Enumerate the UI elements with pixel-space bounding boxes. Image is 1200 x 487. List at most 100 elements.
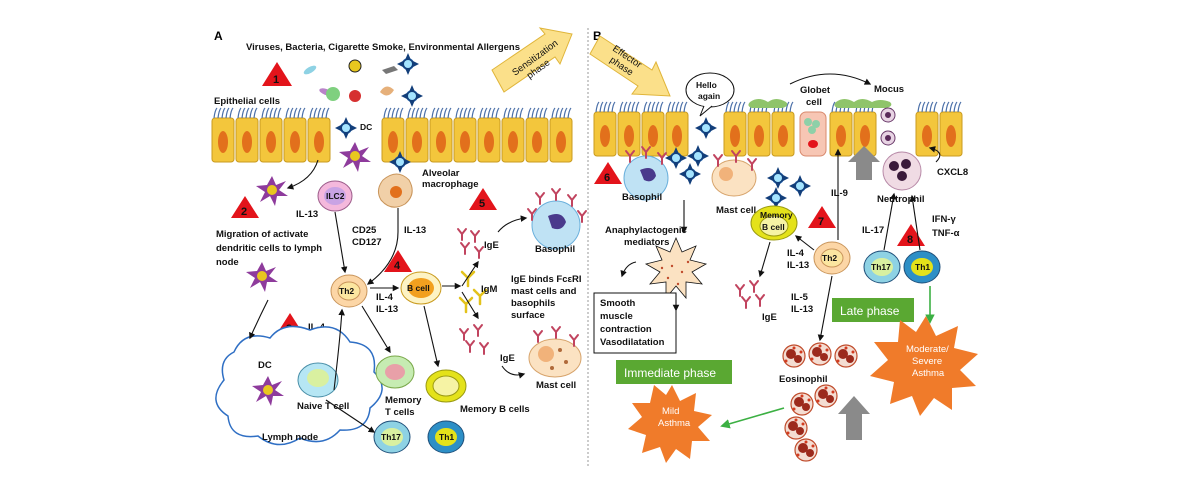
ige-label-2: IgE [500, 353, 515, 364]
svg-text:8: 8 [907, 234, 913, 246]
eosinophil-cluster [782, 342, 858, 462]
memory-b-cell-b: Memory B cell [750, 205, 798, 241]
svg-text:7: 7 [818, 216, 824, 228]
svg-text:Late phase: Late phase [840, 304, 900, 318]
svg-text:Asthma: Asthma [912, 368, 945, 379]
svg-text:again: again [698, 91, 720, 101]
neutrophil-cell [882, 151, 922, 191]
mast-cell-label-b: Mast cell [716, 205, 756, 216]
eosinophil-label: Eosinophil [779, 374, 828, 385]
neutrophil-label: Neutrophil [877, 194, 925, 205]
late-phase-box: Late phase [832, 298, 914, 322]
ige-antibodies-2 [459, 324, 489, 355]
panel-b-arrows [620, 73, 941, 342]
th17-cell-a: Th17 [373, 420, 411, 454]
step-4-marker: 4 [384, 250, 412, 272]
mast-cell-a [528, 326, 582, 378]
allergen-icons [303, 53, 423, 107]
th2-cell-b: Th2 [813, 241, 851, 275]
il13-label-b: IL-13 [787, 260, 809, 271]
svg-text:Severe: Severe [912, 356, 942, 367]
memory-b-cells-label: Memory B cells [460, 404, 530, 415]
svg-text:Th17: Th17 [381, 432, 401, 442]
ifn-label: IFN-γ [932, 214, 956, 225]
mediator-burst [644, 236, 708, 300]
il13-label-a: IL-13 [376, 304, 398, 315]
triggers-label: Viruses, Bacteria, Cigarette Smoke, Envi… [246, 42, 520, 53]
basophil-label-b: Basophil [622, 192, 662, 203]
allergen-epithelium-b [695, 117, 717, 139]
smooth-muscle-box: Smooth muscle contraction Vasodilatation [593, 292, 677, 354]
memory-t-cells-label: Memory T cells [385, 395, 424, 418]
memory-t-cell [375, 355, 415, 389]
allergen-b-4 [767, 167, 789, 189]
goblet-cell-label: Globet cell [800, 85, 833, 108]
il4-label-a: IL-4 [376, 292, 394, 303]
panel-a: A Viruses, Bacteria, Cigarette Smoke, En… [211, 27, 587, 454]
naive-t-cell [297, 362, 339, 398]
cd25-label: CD25 [352, 225, 377, 236]
step-8-marker: 8 [897, 224, 925, 246]
moderate-severe-asthma-burst: Moderate/ Severe Asthma [870, 316, 978, 416]
anaphylactogenic-label: Anaphylactogenic mediators [605, 225, 689, 248]
ige-label-b: IgE [762, 312, 777, 323]
neutrophils-top [880, 107, 896, 146]
alveolar-macrophage [377, 173, 413, 208]
epithelium-a-right [381, 107, 573, 163]
igm-label: IgM [481, 284, 497, 295]
dc-antigen-icon [335, 117, 357, 139]
mast-cell-label-a: Mast cell [536, 380, 576, 391]
ige-label-1: IgE [484, 240, 499, 251]
il13-ilc2-label: IL-13 [296, 209, 318, 220]
svg-text:4: 4 [394, 260, 401, 272]
svg-text:Th2: Th2 [822, 253, 837, 263]
migration-label: Migration of activate dendritic cells to… [216, 229, 325, 268]
svg-text:Th1: Th1 [915, 262, 930, 272]
ige-antibodies-b [735, 280, 765, 309]
th2-cell-a: Th2 [330, 274, 368, 308]
svg-text:Memory: Memory [760, 210, 793, 220]
svg-text:Th1: Th1 [439, 432, 454, 442]
step-7-marker: 7 [808, 206, 836, 228]
svg-text:Hello: Hello [696, 80, 717, 90]
svg-text:Smooth muscle: Smooth muscle contraction Vasodilatation [600, 298, 665, 348]
step-1-marker: 1 [262, 62, 292, 86]
mocus-label: Mocus [874, 84, 904, 95]
svg-text:Moderate/: Moderate/ [906, 344, 949, 355]
il13-eos-label: IL-13 [791, 304, 813, 315]
mucus [748, 99, 892, 108]
b-cell: B cell [400, 271, 442, 305]
step-6-marker: 6 [594, 162, 622, 184]
th17-cell-b: Th17 [863, 250, 901, 284]
svg-text:5: 5 [479, 198, 485, 210]
tnf-label: TNF-α [932, 228, 960, 239]
grey-arrow-top [848, 146, 880, 180]
svg-text:1: 1 [273, 74, 279, 86]
grey-arrow-bottom [838, 396, 870, 440]
il17-label: IL-17 [862, 225, 884, 236]
svg-text:ILC2: ILC2 [326, 191, 345, 201]
svg-text:6: 6 [604, 172, 610, 184]
th1-cell-a: Th1 [427, 420, 465, 454]
panel-a-letter: A [214, 29, 223, 43]
green-arrows [720, 286, 935, 429]
panel-a-arrows [249, 159, 528, 433]
basophil-b [623, 146, 669, 201]
svg-text:B cell: B cell [762, 222, 785, 232]
il5-label: IL-5 [791, 292, 809, 303]
epithelial-cells-label: Epithelial cells [214, 96, 280, 107]
cd127-label: CD127 [352, 237, 382, 248]
lymph-node-label: Lymph node [262, 432, 318, 443]
basophil-label-a: Basophil [535, 244, 575, 255]
igm-antibodies [458, 270, 488, 314]
dc-label: DC [360, 122, 372, 132]
dendritic-cell-icon [339, 142, 371, 172]
svg-text:Asthma: Asthma [658, 418, 691, 429]
epithelium-a-left [211, 107, 331, 163]
il13-macrophage-label: IL-13 [404, 225, 426, 236]
svg-text:Mild: Mild [662, 406, 679, 417]
il9-label: IL-9 [831, 188, 848, 199]
immediate-phase-box: Immediate phase [616, 360, 732, 384]
